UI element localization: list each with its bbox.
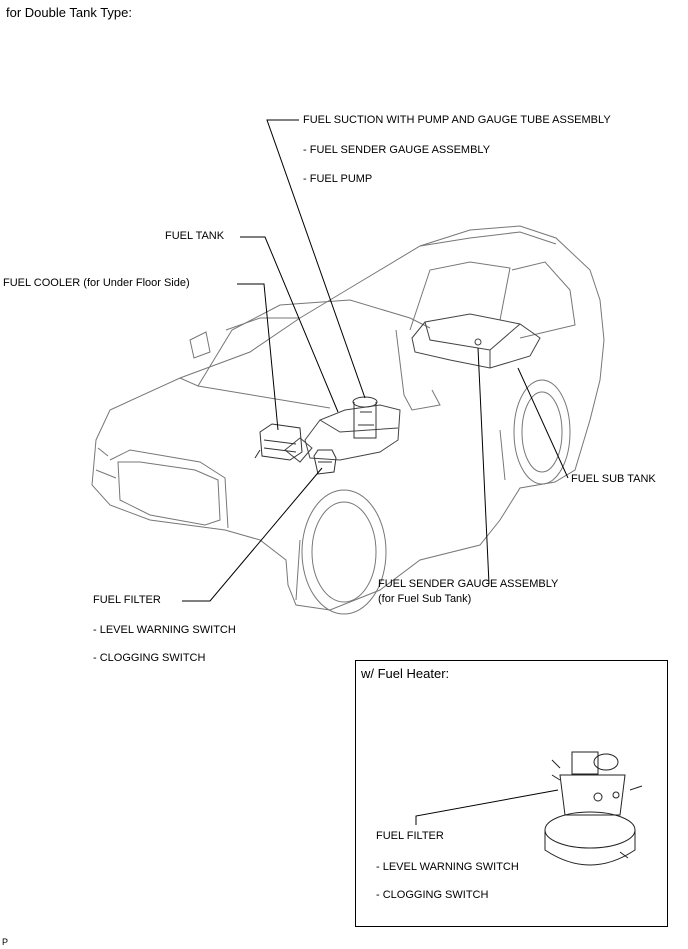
- page-title: for Double Tank Type:: [6, 5, 132, 20]
- inset-fuel-filter-shape: [544, 751, 643, 866]
- fuel-pump-shape: [352, 396, 378, 439]
- label-fuel-sender-gauge: - FUEL SENDER GAUGE ASSEMBLY: [303, 144, 491, 156]
- fuel-tank-shape: [284, 404, 401, 463]
- fuel-filter-shape: [313, 449, 337, 475]
- label-fuel-suction-assembly: FUEL SUCTION WITH PUMP AND GAUGE TUBE AS…: [303, 114, 611, 126]
- label-sender-gauge-sub-tank-note: (for Fuel Sub Tank): [378, 593, 472, 605]
- label-fuel-filter: FUEL FILTER: [93, 594, 161, 606]
- label-level-warning-switch: - LEVEL WARNING SWITCH: [93, 624, 236, 636]
- footer-code: P: [2, 937, 9, 947]
- label-clogging-switch: - CLOGGING SWITCH: [93, 652, 206, 664]
- label-fuel-pump: - FUEL PUMP: [303, 173, 373, 185]
- inset-label-clogging-switch: - CLOGGING SWITCH: [376, 889, 489, 901]
- inset-label-fuel-filter: FUEL FILTER: [376, 830, 444, 842]
- fuel-heater-inset: w/ Fuel Heater:: [355, 660, 668, 927]
- label-sender-gauge-sub-tank: FUEL SENDER GAUGE ASSEMBLY: [378, 578, 559, 590]
- label-fuel-cooler: FUEL COOLER (for Under Floor Side): [3, 277, 190, 289]
- vehicle-outline: [91, 225, 605, 615]
- label-fuel-tank: FUEL TANK: [165, 230, 225, 242]
- inset-label-level-warning-switch: - LEVEL WARNING SWITCH: [376, 861, 519, 873]
- label-fuel-sub-tank: FUEL SUB TANK: [571, 473, 656, 485]
- fuel-cooler-shape: [254, 423, 303, 461]
- inset-title: w/ Fuel Heater:: [361, 666, 450, 681]
- fuel-sub-tank-shape: [411, 313, 541, 369]
